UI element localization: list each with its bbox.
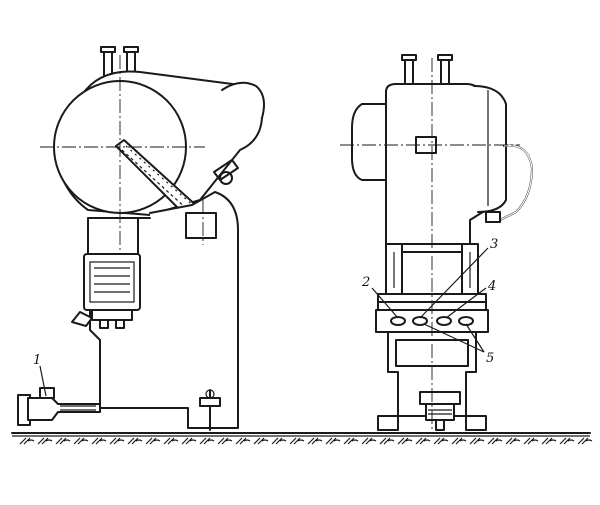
- hatch-mark: [145, 437, 161, 445]
- side-view: [17, 46, 265, 431]
- hatch-mark: [415, 437, 431, 445]
- hatch-mark: [325, 437, 341, 445]
- belt-tensioner: [213, 159, 239, 185]
- hatch-mark: [523, 437, 539, 445]
- hatch-mark: [487, 437, 503, 445]
- hatch-mark: [181, 437, 197, 445]
- hatch-mark: [163, 437, 179, 445]
- side-ram: [83, 217, 141, 329]
- hatch-mark: [559, 437, 575, 445]
- callout-leaders: [39, 247, 489, 397]
- hatch-mark: [541, 437, 557, 445]
- front-view: [340, 54, 533, 431]
- hatch-mark: [397, 437, 413, 445]
- hatch-mark: [235, 437, 251, 445]
- hatch-mark: [217, 437, 233, 445]
- callout-3: 3: [490, 237, 498, 252]
- front-flywheel: [473, 85, 507, 213]
- hatch-mark: [469, 437, 485, 445]
- front-motor: [351, 103, 387, 181]
- hatch-mark: [253, 437, 269, 445]
- hatch-mark: [343, 437, 359, 445]
- hatch-mark: [379, 437, 395, 445]
- hatch-mark: [55, 437, 71, 445]
- hatch-mark: [73, 437, 89, 445]
- ground-hatching: [19, 437, 593, 445]
- hatch-mark: [19, 437, 35, 445]
- callout-1: 1: [33, 353, 41, 368]
- hatch-mark: [271, 437, 287, 445]
- hatch-mark: [127, 437, 143, 445]
- callout-5: 5: [486, 351, 494, 366]
- motor-cap: [221, 81, 265, 119]
- hatch-mark: [361, 437, 377, 445]
- hatch-mark: [505, 437, 521, 445]
- hatch-mark: [577, 437, 593, 445]
- front-pedal: [419, 391, 461, 431]
- front-head: [385, 83, 487, 245]
- hatch-mark: [37, 437, 53, 445]
- side-lever: [71, 311, 93, 327]
- hatch-mark: [433, 437, 449, 445]
- callout-4: 4: [487, 279, 496, 294]
- callout-2: 2: [361, 275, 370, 290]
- side-top-bolts: [100, 46, 139, 77]
- hatch-mark: [109, 437, 125, 445]
- hatch-mark: [451, 437, 467, 445]
- hatch-mark: [199, 437, 215, 445]
- anchor-bolt: [199, 389, 221, 431]
- hatch-mark: [289, 437, 305, 445]
- ground-line: [11, 432, 591, 437]
- pedal-assembly: [17, 387, 101, 426]
- hatch-mark: [91, 437, 107, 445]
- front-top-bolts: [401, 54, 453, 85]
- hatch-mark: [307, 437, 323, 445]
